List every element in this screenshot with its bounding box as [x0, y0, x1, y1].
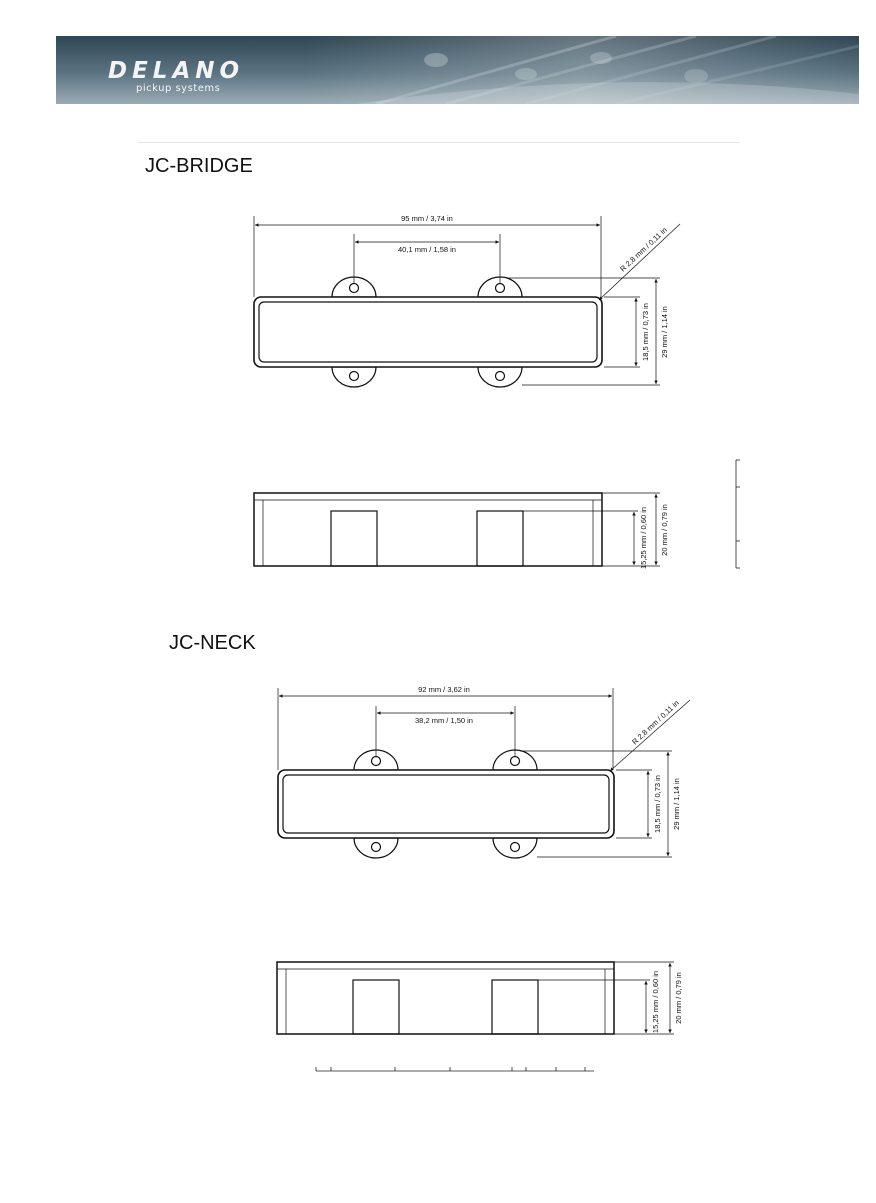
neck-pole-spacing-label: 38,2 mm / 1,50 in [415, 716, 473, 725]
neck-side-dimensions [538, 961, 674, 1035]
neck-width-label: 92 mm / 3,62 in [418, 685, 470, 694]
neck-body-height-label: 18,5 mm / 0,73 in [653, 775, 662, 833]
logo: DELANO [108, 58, 245, 84]
neck-top-dimensions [277, 688, 691, 858]
bridge-body-height-label: 18,5 mm / 0,73 in [641, 303, 650, 361]
neck-title: JC-NECK [169, 632, 256, 654]
bridge-side-view [253, 492, 603, 567]
neck-overall-height-label: 29 mm / 1,14 in [672, 778, 681, 830]
neck-side-view [276, 961, 615, 1035]
bridge-side-height-label: 20 mm / 0,79 in [660, 504, 669, 556]
bridge-overall-height-label: 29 mm / 1,14 in [660, 306, 669, 358]
neck-radius-label: R 2,8 mm / 0,11 in [630, 698, 681, 746]
edge-ruler [735, 459, 740, 569]
neck-top-view [277, 749, 615, 859]
bridge-pole-spacing-label: 40,1 mm / 1,58 in [398, 245, 456, 254]
bridge-title: JC-BRIDGE [145, 155, 253, 177]
header-divider [138, 142, 740, 143]
bridge-side-dimensions [523, 492, 660, 567]
bridge-top-view [253, 276, 603, 388]
bottom-ruler [315, 1067, 594, 1072]
logo-tagline: pickup systems [136, 83, 221, 94]
bridge-top-dimensions [253, 216, 681, 386]
banner-background [56, 36, 859, 104]
bridge-cover-height-label: 15,25 mm / 0,60 in [639, 507, 648, 569]
neck-cover-height-label: 15,25 mm / 0,60 in [651, 971, 660, 1033]
bridge-width-label: 95 mm / 3,74 in [401, 214, 453, 223]
header-banner: DELANO pickup systems [56, 36, 859, 104]
neck-side-height-label: 20 mm / 0,79 in [674, 972, 683, 1024]
